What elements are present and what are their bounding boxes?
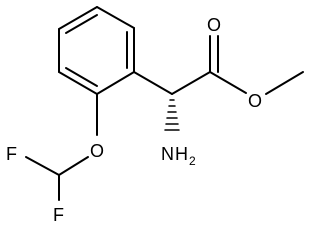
stereo-hashed-wedge bbox=[164, 99, 180, 131]
ring-to-alpha-bond bbox=[133, 71, 173, 95]
ring-double-bond-inner bbox=[65, 67, 98, 87]
amine-nitrogen-label: N bbox=[161, 144, 174, 164]
ring-bond bbox=[58, 6, 98, 30]
carbonyl-oxygen-label: O bbox=[207, 15, 221, 35]
ring-bond bbox=[58, 71, 98, 95]
ester-single-bond bbox=[209, 71, 247, 94]
ring-bond bbox=[96, 6, 135, 29]
ring-bond bbox=[96, 71, 135, 95]
ring-double-bond-inner bbox=[65, 14, 98, 34]
amine-hydrogen-count: 2 bbox=[189, 154, 196, 168]
structure-canvas: O O N H 2 O F F bbox=[6, 6, 304, 225]
ether-to-difluoromethyl-bond bbox=[58, 156, 89, 176]
fluorine-top-label: F bbox=[6, 144, 17, 164]
molecule-diagram: O O N H 2 O F F bbox=[6, 6, 304, 225]
alpha-to-carbonyl-bond bbox=[171, 71, 211, 95]
carbon-fluorine-bond bbox=[25, 156, 60, 176]
fluorine-bottom-label: F bbox=[53, 205, 64, 225]
amine-hydrogen-label: H bbox=[175, 144, 188, 164]
amine-group-label: N H 2 bbox=[161, 144, 196, 168]
methyl-bond bbox=[265, 71, 304, 95]
ether-oxygen-label: O bbox=[90, 141, 104, 161]
benzene-ring bbox=[58, 6, 135, 95]
ester-oxygen-label: O bbox=[248, 91, 262, 111]
